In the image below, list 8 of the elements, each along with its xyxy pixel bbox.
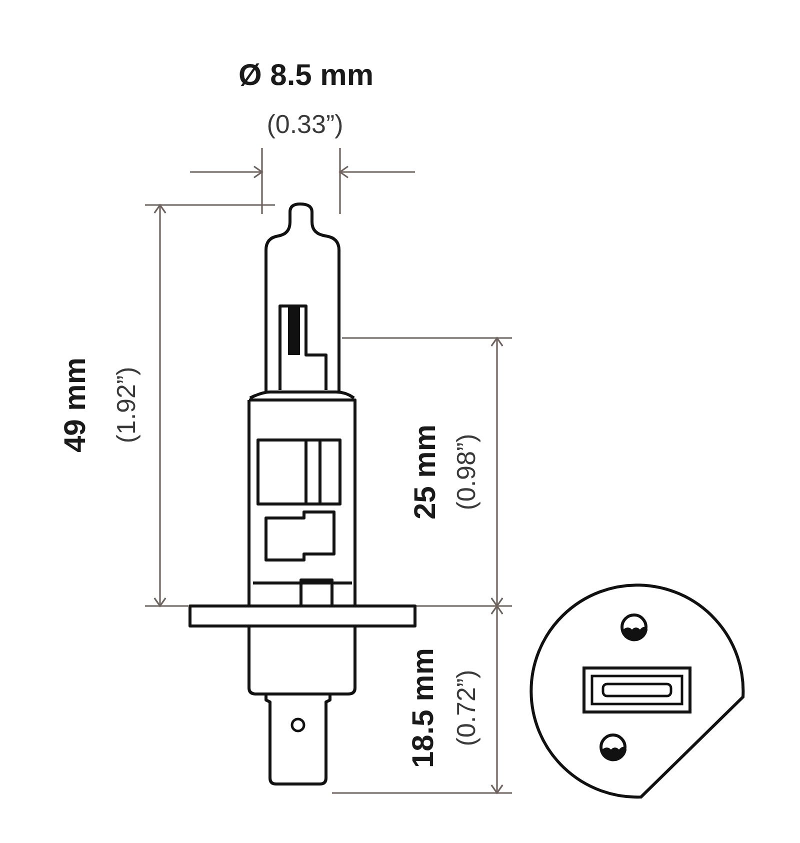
inch-value: (0.98”) [453,434,479,510]
inch-value: (0.33”) [266,111,344,137]
dimension-value: 49 mm [61,357,91,453]
dimension-value: 18.5 mm [409,648,439,768]
dimension-value: 25 mm [411,424,441,520]
dimension-value: Ø 8.5 mm [238,61,374,91]
inch-value: (0.72”) [453,670,479,746]
inch-value: (1.92”) [113,366,139,444]
